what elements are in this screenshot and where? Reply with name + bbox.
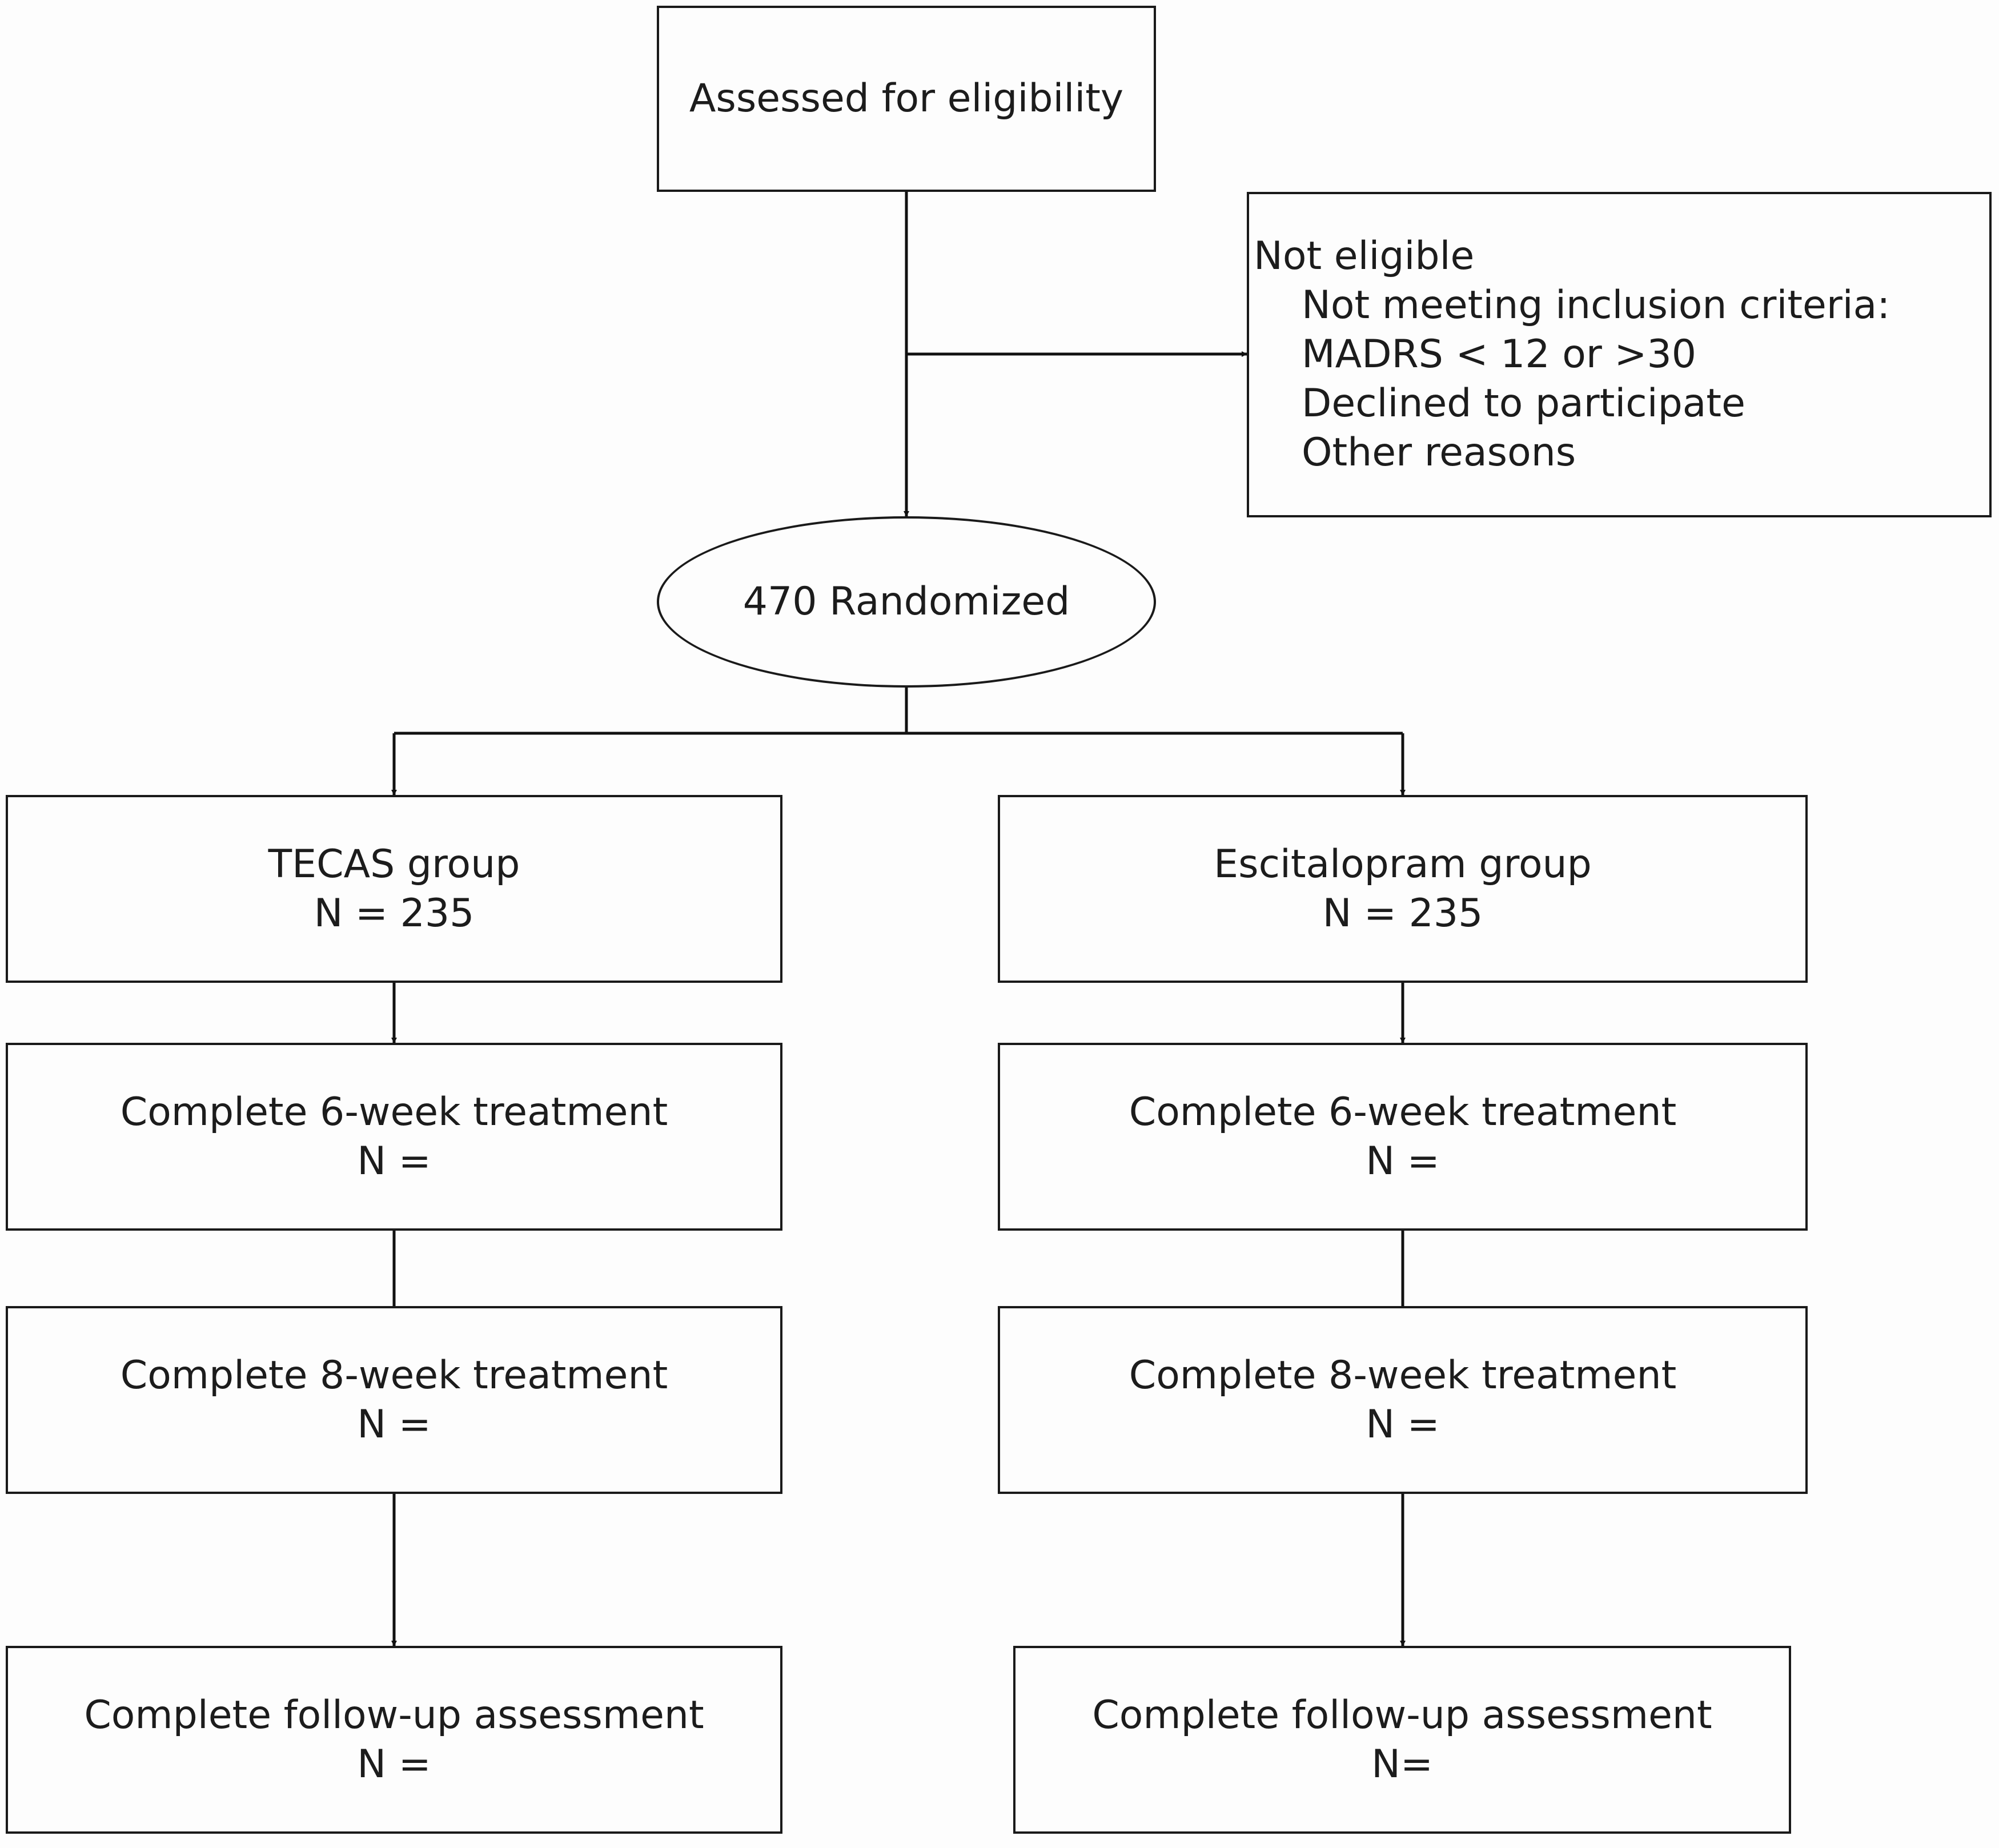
- stage-n: N =: [1366, 1138, 1440, 1184]
- not-eligible-item: Declined to participate: [1302, 381, 1745, 426]
- randomized-ellipse: 470 Randomized: [657, 516, 1156, 688]
- tecas-followup-box: Complete follow-up assessment N =: [6, 1646, 782, 1834]
- group-name: Escitalopram group: [1214, 841, 1592, 887]
- stage-n: N =: [357, 1138, 431, 1184]
- tecas-group-box: TECAS group N = 235: [6, 795, 782, 983]
- stage-n: N=: [1371, 1741, 1433, 1787]
- stage-label: Complete follow-up assessment: [1092, 1692, 1712, 1738]
- escitalopram-group-box: Escitalopram group N = 235: [998, 795, 1808, 983]
- tecas-week8-box: Complete 8-week treatment N =: [6, 1306, 782, 1494]
- stage-label: Complete follow-up assessment: [84, 1692, 704, 1738]
- not-eligible-item: Other reasons: [1302, 430, 1576, 475]
- escitalopram-week6-box: Complete 6-week treatment N =: [998, 1043, 1808, 1231]
- escitalopram-followup-box: Complete follow-up assessment N=: [1013, 1646, 1791, 1834]
- stage-label: Complete 6-week treatment: [1129, 1089, 1677, 1135]
- group-n: N = 235: [1322, 890, 1483, 936]
- stage-label: Complete 8-week treatment: [120, 1352, 668, 1398]
- not-eligible-item: MADRS < 12 or >30: [1302, 332, 1696, 377]
- not-eligible-item: Not meeting inclusion criteria:: [1302, 283, 1890, 328]
- not-eligible-box: Not eligible Not meeting inclusion crite…: [1247, 192, 1992, 517]
- group-name: TECAS group: [268, 841, 520, 887]
- not-eligible-title: Not eligible: [1254, 234, 1475, 279]
- group-n: N = 235: [314, 890, 475, 936]
- stage-n: N =: [357, 1401, 431, 1447]
- stage-n: N =: [1366, 1401, 1440, 1447]
- assessed-box: Assessed for eligibility: [657, 6, 1156, 192]
- assessed-label: Assessed for eligibility: [689, 76, 1124, 121]
- stage-label: Complete 8-week treatment: [1129, 1352, 1677, 1398]
- stage-label: Complete 6-week treatment: [120, 1089, 668, 1135]
- stage-n: N =: [357, 1741, 431, 1787]
- tecas-week6-box: Complete 6-week treatment N =: [6, 1043, 782, 1231]
- randomized-label: 470 Randomized: [742, 579, 1070, 624]
- escitalopram-week8-box: Complete 8-week treatment N =: [998, 1306, 1808, 1494]
